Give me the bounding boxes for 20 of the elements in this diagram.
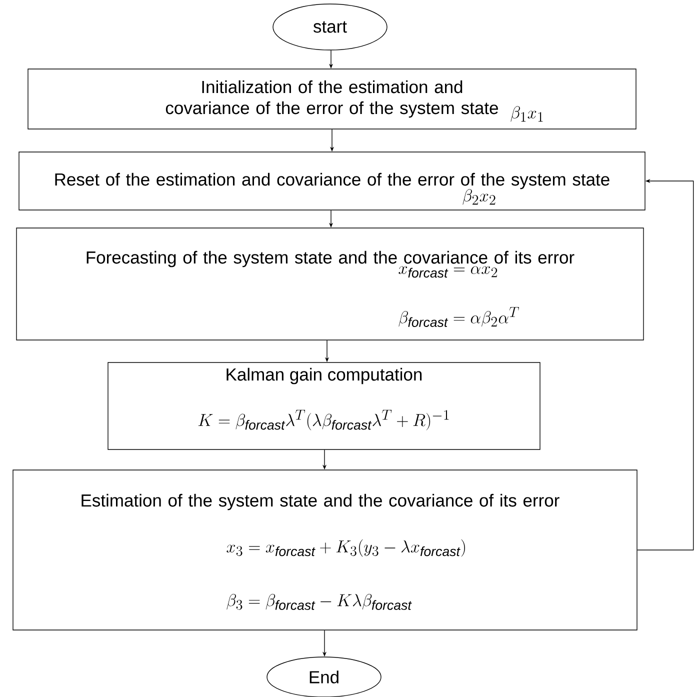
step-text: start (313, 21, 347, 33)
formula: $x_3 = x_{\mathit{forcast}} + K_3 (y_3 - \lambda x_{\mathit{forcast}})$ (226, 539, 465, 557)
step-text: Reset of the estimation and covariance of the error of the system state (55, 172, 610, 190)
formula: $\beta_2 x_2$ (462, 189, 496, 205)
process-box (16, 228, 644, 340)
step-text: End (310, 670, 338, 684)
formula: $x_{\mathit{forcast}} = \alpha x_2$ (398, 266, 498, 278)
formula: $\beta_3 = \beta_{\mathit{forcast}} - K \lambda \beta_{\mathit{forcast}}$ (226, 594, 412, 610)
step-text: Estimation of the system state and the covariance of its error (82, 494, 560, 510)
process-box (12, 470, 638, 630)
process-box (28, 68, 636, 130)
terminal-ellipse (272, 4, 388, 50)
formula: $\beta_{\mathit{forcast}} = \alpha \beta_2 \alpha^T$ (398, 307, 519, 327)
process-box (108, 362, 540, 450)
step-text: Kalman gain computation (226, 368, 422, 384)
formula: $\beta_1 x_1$ (510, 106, 543, 122)
step-text: Forecasting of the system state and the covariance of its error (86, 250, 574, 268)
process-box (18, 152, 646, 210)
formula: $K = \beta_{\mathit{forcast}} \lambda^T (\lambda \beta_{\mathit{forcast}} \lambda^T + R)^{-1}$ (198, 410, 449, 430)
step-text: Initialization of the estimation and covariance of the error of the system state (166, 80, 498, 118)
